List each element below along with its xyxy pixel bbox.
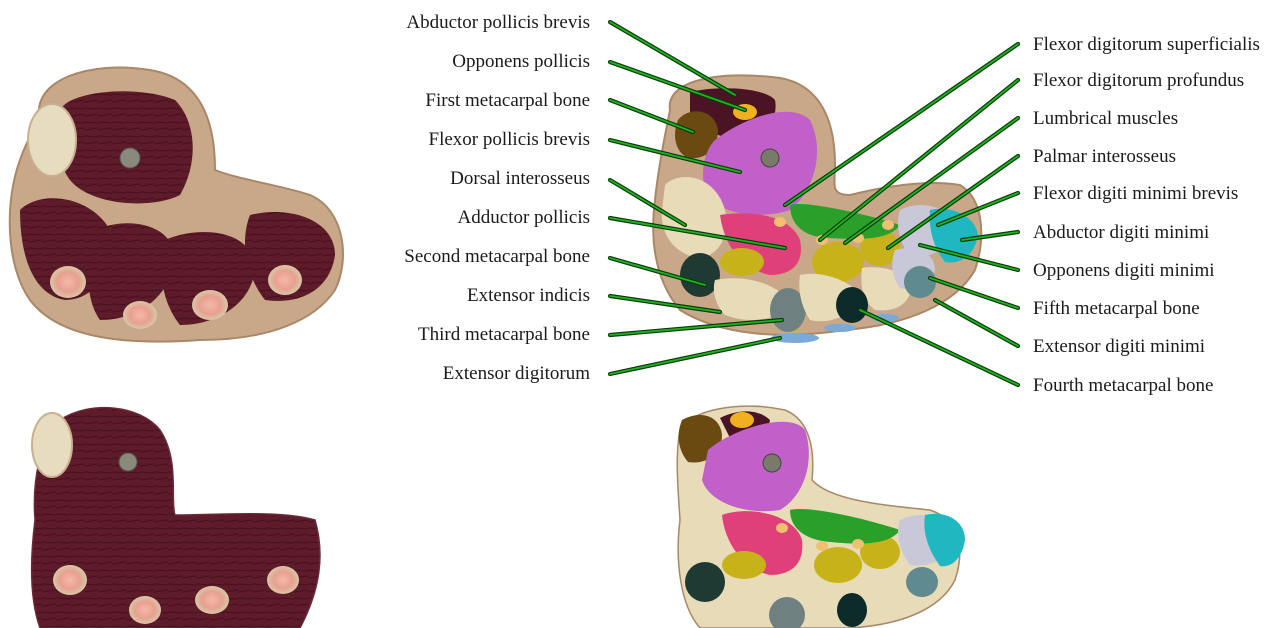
seg2-fdp-1 [776, 523, 788, 533]
label-extensor-indicis: Extensor indicis [467, 285, 590, 306]
bone-photo-1 [50, 266, 86, 298]
segmentation-labeled [653, 75, 981, 343]
fifth-metacarpal-region [904, 266, 936, 298]
seg2-lumbrical-1 [722, 551, 766, 579]
thenar-muscle [57, 91, 193, 203]
label-extensor-digitorum: Extensor digitorum [443, 363, 590, 384]
segmentation-unlabeled [677, 406, 965, 628]
label-opponens-digiti-minimi: Opponens digiti minimi [1033, 260, 1215, 281]
labels-left: Abductor pollicis brevis Opponens pollic… [404, 12, 590, 384]
seg2-fifth-metacarpal [906, 567, 938, 597]
bone-photo-2 [123, 301, 157, 329]
bone-photo-4 [268, 265, 302, 295]
photo-section-full [10, 67, 343, 341]
fdp-tendon-4 [882, 220, 894, 230]
label-flexor-digitorum-profundus: Flexor digitorum profundus [1033, 70, 1244, 91]
label-first-metacarpal-bone: First metacarpal bone [425, 90, 590, 111]
cropped-metacarpal-1 [32, 413, 72, 477]
seg2-opponens-pollicis [730, 412, 754, 428]
fdp-tendon-1 [774, 217, 786, 227]
label-flexor-pollicis-brevis: Flexor pollicis brevis [429, 129, 590, 150]
label-dorsal-interosseus: Dorsal interosseus [450, 168, 590, 189]
label-fifth-metacarpal-bone: Fifth metacarpal bone [1033, 298, 1200, 319]
lumbrical-region-1 [720, 248, 764, 276]
cropped-bone-5 [267, 566, 299, 594]
cropped-bone-2 [53, 565, 87, 595]
first-metacarpal-photo [28, 104, 76, 176]
seg2-lumbrical-2 [814, 547, 862, 583]
label-fourth-metacarpal-bone: Fourth metacarpal bone [1033, 375, 1213, 396]
cropped-bone-3 [129, 596, 161, 624]
label-second-metacarpal-bone: Second metacarpal bone [404, 246, 590, 267]
cropped-nerve [119, 453, 137, 471]
label-extensor-digiti-minimi: Extensor digiti minimi [1033, 336, 1205, 357]
labels-right: Flexor digitorum superficialis Flexor di… [1033, 34, 1260, 396]
seg2-fdp-3 [852, 539, 864, 549]
seg2-nerve [763, 454, 781, 472]
seg2-fdp-2 [816, 541, 828, 551]
label-flexor-digitorum-superficialis: Flexor digitorum superficialis [1033, 34, 1260, 55]
leader-extensor-digiti-minimi [935, 300, 1018, 346]
leader-fourth-metacarpal [860, 310, 1018, 385]
label-flexor-digiti-minimi-brevis: Flexor digiti minimi brevis [1033, 183, 1238, 204]
label-third-metacarpal-bone: Third metacarpal bone [418, 324, 590, 345]
seg-nerve [761, 149, 779, 167]
cropped-bone-4 [195, 586, 229, 614]
photo-section-cropped [32, 408, 320, 628]
label-adductor-pollicis: Adductor pollicis [458, 207, 590, 228]
label-opponens-pollicis: Opponens pollicis [452, 51, 590, 72]
seg2-second-metacarpal [685, 562, 725, 602]
label-lumbrical-muscles: Lumbrical muscles [1033, 108, 1178, 129]
label-abductor-pollicis-brevis: Abductor pollicis brevis [406, 12, 590, 33]
label-palmar-interosseus: Palmar interosseus [1033, 146, 1176, 167]
nerve-photo [120, 148, 140, 168]
leader-extensor-digitorum [610, 338, 780, 374]
cropped-outline [32, 408, 320, 628]
label-abductor-digiti-minimi: Abductor digiti minimi [1033, 222, 1209, 243]
extensor-digitorum-region-b [824, 324, 856, 332]
fourth-metacarpal-region [836, 287, 868, 323]
bone-photo-3 [192, 290, 228, 320]
seg2-fourth-metacarpal [837, 593, 867, 627]
